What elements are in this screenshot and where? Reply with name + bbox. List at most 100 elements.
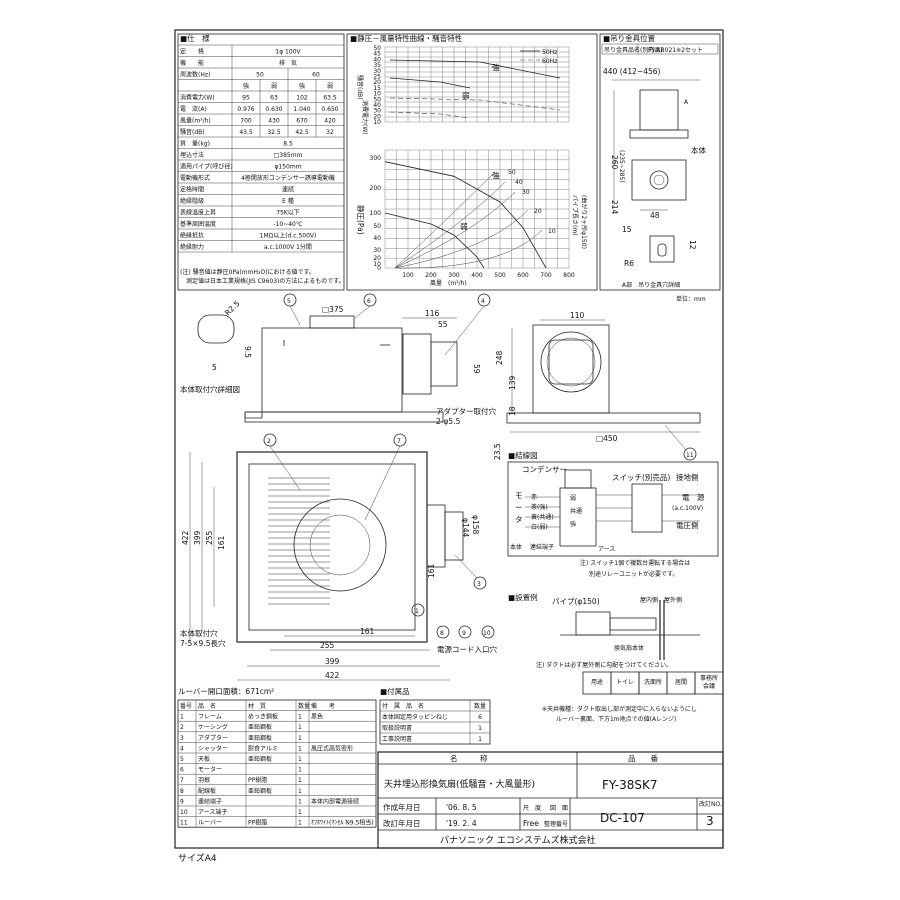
parts-cell: 1 <box>298 745 302 752</box>
spec-row-value: 102 <box>296 95 308 102</box>
pressure-curve <box>384 212 485 269</box>
spec-row-value: 60 <box>312 72 320 79</box>
title-block: 名 称 品 番 天井埋込形換気扇(低騒音・大風量形) FY-38SK7 作成年月… <box>377 751 724 849</box>
parts-cell: 5 <box>180 756 184 763</box>
y-tick-lower: 0 <box>377 265 381 272</box>
dim-422: 422 <box>181 530 190 545</box>
parts-cell: 1 <box>298 714 302 721</box>
x-tick: 700 <box>540 272 552 279</box>
hole-detail-label: 本体取付穴詳細図 <box>180 384 240 394</box>
x-tick: 600 <box>517 272 529 279</box>
wire-brown: 茶(強) <box>531 503 548 511</box>
x-tick: 200 <box>425 272 437 279</box>
wiring-header: ■結線図 <box>508 450 538 460</box>
parts-cell: 風圧式高気密形 <box>311 744 353 752</box>
callout-4: 4 <box>481 298 485 305</box>
parts-cell: 数量 <box>298 702 310 710</box>
company-name: パナソニック エコシステムズ株式会社 <box>440 834 596 846</box>
switch-label: スイッチ(別売品) <box>612 472 670 482</box>
spec-row-value: 0.976 <box>237 106 254 113</box>
spec-row-value: □385mm <box>274 152 303 159</box>
parts-cell: 配線板 <box>198 787 216 795</box>
dim-440: 440 (412~456) <box>603 67 661 76</box>
noise-axis-label: 騒音(dB) <box>356 75 364 100</box>
y-tick-lower: 40 <box>373 235 381 242</box>
pipe-length-label: パイプ長さ(m) <box>571 195 578 236</box>
use-label: 居間 <box>675 679 687 686</box>
y-tick-upper: 40 <box>373 56 381 63</box>
pipe-length-label-2: (曲がり2ヶ所φ150) <box>580 195 588 249</box>
parts-cell: 1 <box>298 820 302 827</box>
dim-phi144: φ144 <box>461 518 470 537</box>
x-tick: 800 <box>563 272 575 279</box>
spec-row-label: 騒音(dB) <box>180 128 205 136</box>
callout-3: 3 <box>477 581 481 588</box>
parts-cell: 耐食アルミ <box>248 744 278 752</box>
created-label: 作成年月日 <box>383 802 421 812</box>
spec-row-value: 1.040 <box>293 106 310 113</box>
rev-label: 改訂NO. <box>699 800 722 808</box>
plan-drawing: 2 7 3 1 8 9 10 422 399 255 161 φ144 φ158… <box>180 433 497 681</box>
acc-name: 本体固定用タッピンねじ <box>382 713 448 721</box>
number-label: 整理番号 <box>544 820 568 828</box>
parts-cell: フレーム <box>198 714 222 721</box>
cord-entry: 電源コード入口穴 <box>437 644 497 654</box>
parts-cell: ケーシング <box>198 723 228 731</box>
label-weak-upper: 弱 <box>462 91 470 100</box>
power-curve-weak <box>389 111 471 119</box>
dim-phi158: φ158 <box>471 515 480 534</box>
created-date: '06. 8. 5 <box>446 803 477 812</box>
parts-cell: ルーバー <box>198 820 222 827</box>
label-strong-lower: 強 <box>492 170 500 180</box>
y-tick-upper: 45 <box>373 51 381 58</box>
dim-12: 12 <box>688 240 697 250</box>
power-label: 電 源 <box>682 493 705 502</box>
louver-area: ルーバー開口面積：671cm² <box>178 686 274 696</box>
y-tick-upper: 30 <box>373 68 381 75</box>
acc-name: 取扱説明書 <box>382 724 412 732</box>
parts-cell: 亜鉛鋼板 <box>248 755 272 763</box>
parts-cell: 亜鉛鋼板 <box>248 787 272 795</box>
label-weak-lower: 弱 <box>460 222 468 231</box>
callout-11: 11 <box>686 452 694 459</box>
dim-422-bottom: 422 <box>325 671 340 680</box>
acc-name: 工事説明書 <box>382 735 412 743</box>
noise-curve-strong <box>389 59 561 79</box>
mount-position: ■吊り金具位置 吊り金具品名(別売品) FY-KB021※2セット 440 (4… <box>599 33 721 291</box>
pipe-50: 50 <box>508 169 516 176</box>
dim-116: 116 <box>425 309 440 318</box>
spec-row-value: 50 <box>256 72 264 79</box>
wiring-earth: アース <box>598 546 615 553</box>
dim-5-hole: 5 <box>212 363 217 372</box>
y-tick-upper: 20 <box>373 79 381 86</box>
x-tick: 300 <box>448 272 460 279</box>
parts-cell: 連結端子 <box>198 797 222 805</box>
legend-60hz: 60Hz <box>542 58 557 65</box>
parts-cell: 1 <box>298 809 302 816</box>
parts-cell: ｵﾌﾎﾜｲﾄ(ﾏﾝｾﾙ N9.5相当) <box>311 819 374 827</box>
spec-row-value: 63.5 <box>323 95 337 102</box>
curve-header: ■静圧－風量特性曲線・騒音特性 <box>350 33 463 43</box>
revised-label: 改訂年月日 <box>383 818 421 828</box>
spec-row-label: 定格時間 <box>180 186 204 194</box>
install-note: 注) ダクトは必ず屋外側に勾配をつけてください。 <box>536 661 672 669</box>
wiring-terminal: 連結端子 <box>530 543 554 551</box>
acc-qty: 6 <box>478 714 482 721</box>
spec-row-value: 0.650 <box>321 106 338 113</box>
drawing-label: 図 面 <box>550 805 568 812</box>
y-tick-upper: 20 <box>373 113 381 120</box>
spec-row-value: 63 <box>270 95 278 102</box>
spec-row-label: 定 格 <box>180 48 204 56</box>
parts-cell: PP樹脂 <box>248 776 267 784</box>
adapter-hole-size: 2-φ5.5 <box>436 417 461 426</box>
parts-cell: 3 <box>180 735 184 742</box>
dim-48: 48 <box>650 211 660 220</box>
dim-110: 110 <box>570 311 585 320</box>
y-tick-lower: 30 <box>373 247 381 254</box>
spec-row-label: 絶縁階級 <box>180 197 204 205</box>
install-pipe: パイプ(φ150) <box>552 597 600 606</box>
dim-18: 18 <box>508 406 517 416</box>
spec-row-value: 強 <box>243 82 249 90</box>
y-tick-upper: 10 <box>373 119 381 126</box>
